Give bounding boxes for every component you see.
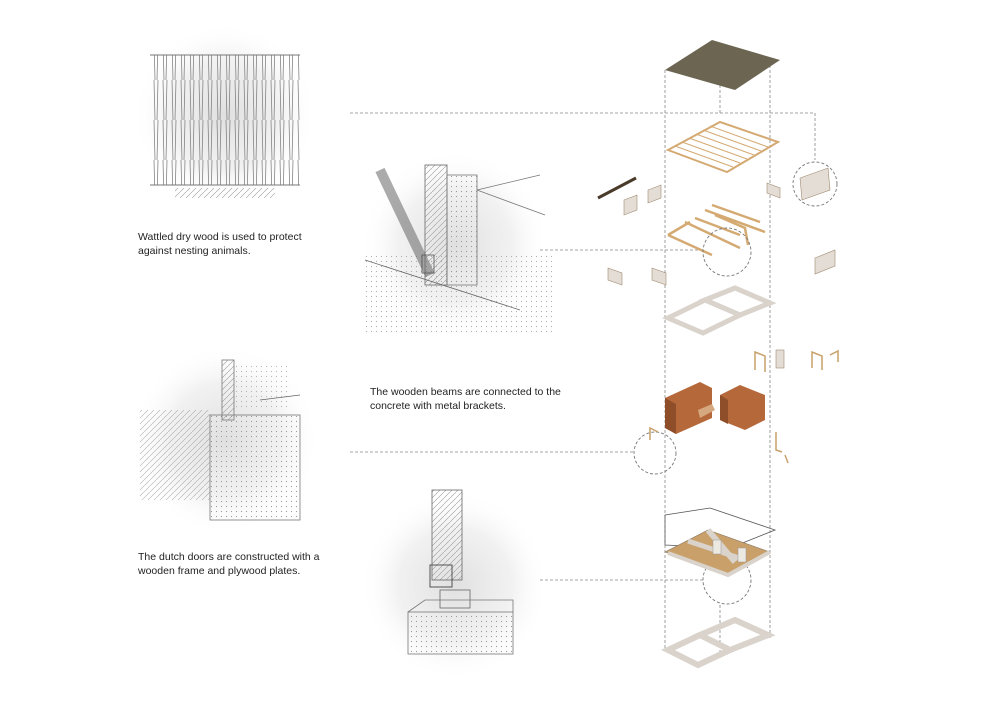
leader-line-wattled: [350, 112, 816, 160]
dutch-door-sketch: [130, 345, 320, 535]
detail-circle-wattle: [792, 161, 838, 207]
brick-walls: [665, 382, 765, 434]
caption-dutch-doors: The dutch doors are constructed with a w…: [138, 551, 320, 577]
roof-trusses: [667, 203, 766, 257]
loose-timber-pieces: [597, 176, 836, 286]
detail-circle-door: [633, 431, 677, 475]
roof-timber-grid: [665, 120, 781, 174]
door-plate-piece: [775, 349, 785, 369]
beam-bracket-sketch: [360, 150, 555, 340]
concrete-foundation-ring: [661, 616, 776, 669]
foundation-sketch: [360, 489, 550, 680]
roof-slab: [665, 40, 780, 90]
wattled-wood-sketch: [133, 23, 317, 207]
leader-lines: [350, 112, 816, 581]
caption-wooden-beams: The wooden beams are connected to the co…: [370, 386, 561, 412]
floor-slab: [664, 507, 777, 578]
concrete-ring-beam-upper: [661, 285, 777, 336]
caption-wattled-wood: Wattled dry wood is used to protect agai…: [138, 231, 302, 257]
detail-callout-circles: [633, 161, 838, 605]
door-frame-pieces: [649, 349, 839, 464]
detail-circle-truss: [702, 227, 752, 277]
detail-wattle-piece: [799, 167, 831, 201]
